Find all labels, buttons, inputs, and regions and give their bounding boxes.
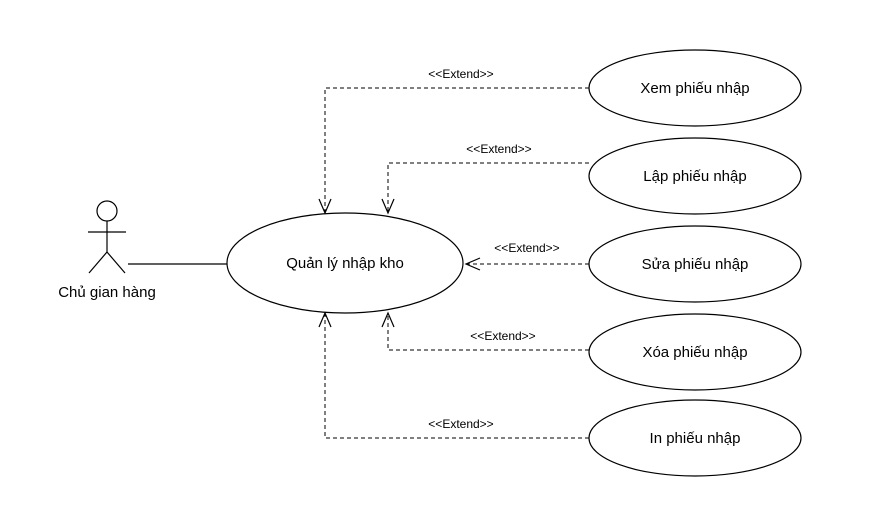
extension-label-in: In phiếu nhập: [650, 430, 741, 447]
extension-label-lap: Lập phiếu nhập: [643, 168, 746, 185]
extension-label-xem: Xem phiếu nhập: [640, 80, 749, 97]
arrowhead-in: [318, 311, 332, 328]
arrowhead-sua: [464, 257, 481, 271]
extension-label-sua: Sửa phiếu nhập: [642, 256, 749, 273]
extend-connector-in: [324, 313, 589, 439]
actor-right-leg: [106, 251, 126, 274]
arrowhead-lap: [381, 198, 395, 215]
arrowhead-xoa: [381, 311, 395, 328]
actor: [88, 200, 126, 274]
extension-label-xoa: Xóa phiếu nhập: [642, 344, 747, 361]
arrowhead-xem: [318, 198, 332, 215]
actor-left-leg: [88, 251, 108, 274]
actor-head: [96, 200, 118, 222]
extension-use-case-xem: Xem phiếu nhập: [588, 49, 802, 127]
extend-connector-xoa: [387, 313, 589, 351]
extend-label-xoa: <<Extend>>: [470, 329, 535, 343]
extend-label-xem: <<Extend>>: [428, 67, 493, 81]
extend-label-sua: <<Extend>>: [494, 241, 559, 255]
extension-use-case-sua: Sửa phiếu nhập: [588, 225, 802, 303]
extension-use-case-xoa: Xóa phiếu nhập: [588, 313, 802, 391]
extend-connector-xem: [324, 87, 589, 213]
extend-label-lap: <<Extend>>: [466, 142, 531, 156]
main-use-case-label: Quản lý nhập kho: [286, 255, 404, 272]
extend-label-in: <<Extend>>: [428, 417, 493, 431]
actor-label: Chủ gian hàng: [58, 284, 156, 301]
extend-connector-lap: [387, 162, 589, 213]
main-use-case: [226, 212, 464, 314]
extension-use-case-in: In phiếu nhập: [588, 399, 802, 477]
extension-use-case-lap: Lập phiếu nhập: [588, 137, 802, 215]
